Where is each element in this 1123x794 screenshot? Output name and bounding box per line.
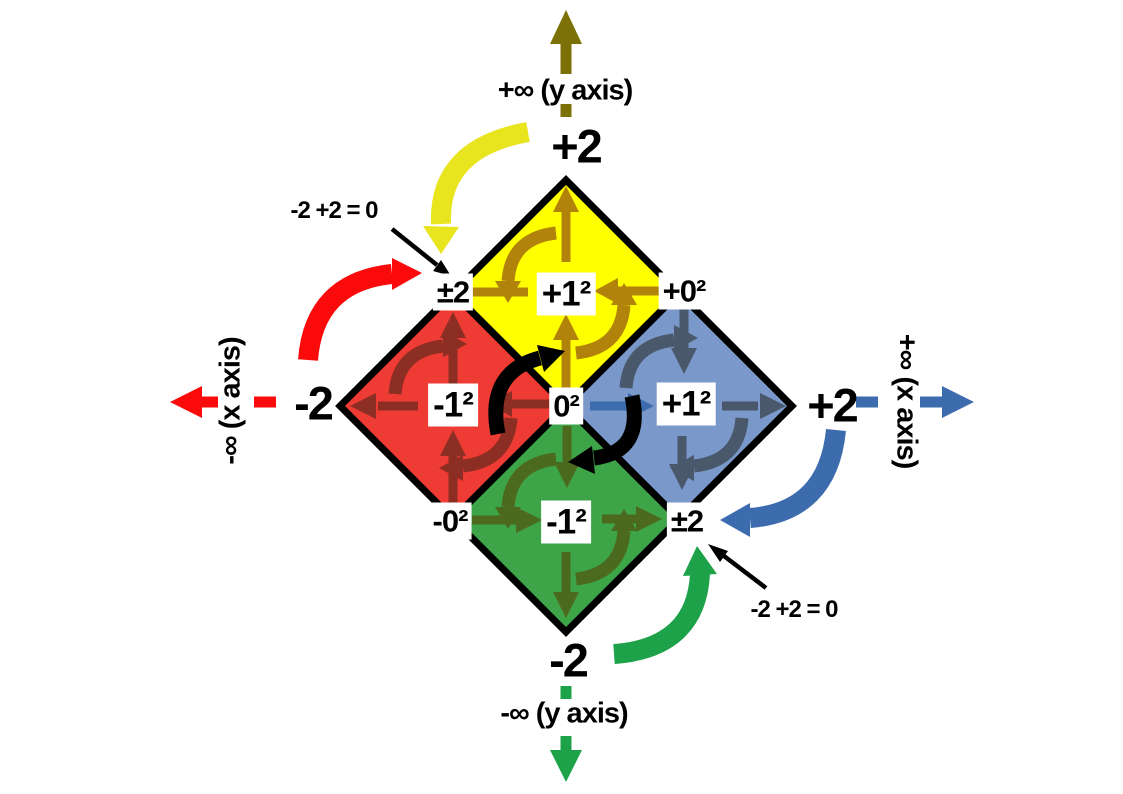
junction-label-bottom-left: -0²	[428, 502, 472, 540]
blue-quadrant-flow-arrows	[590, 308, 786, 490]
axis-label-bottom: -∞ (y axis)	[500, 697, 628, 730]
curved-arrow-icon	[611, 509, 637, 531]
curved-arrow-icon	[495, 281, 521, 303]
curved-arrow-icon	[670, 455, 694, 481]
x-axis-positive-arrow-icon	[856, 386, 974, 418]
y-axis-positive-arrow-icon	[550, 10, 582, 117]
right-arrow-icon	[516, 507, 542, 533]
blue-curved-arrow-icon	[720, 428, 846, 537]
down-arrow-icon	[554, 462, 580, 488]
y-axis-negative-arrow-icon	[550, 686, 582, 782]
red-quadrant-flow-arrows	[350, 312, 556, 506]
axis-label-top: +∞ (y axis)	[497, 74, 634, 107]
up-arrow-icon	[440, 312, 466, 338]
junction-label-bottom-right: ±2	[666, 502, 708, 540]
junction-label-top-right: +0²	[658, 272, 710, 310]
quadrant-label-left: -1²	[428, 383, 478, 427]
curved-arrow-icon	[443, 331, 467, 357]
corner-value-bottom: -2	[549, 633, 589, 687]
curved-arrow-icon	[568, 446, 595, 474]
annotation-arrow-bottom-right-icon	[708, 544, 768, 590]
blue-quadrant-rotation-arrows	[619, 325, 749, 481]
up-arrow-icon	[553, 186, 579, 212]
curved-arrow-icon	[439, 455, 463, 481]
axis-label-left: -∞ (x axis)	[214, 337, 247, 465]
curved-arrow-icon	[537, 345, 565, 372]
quadrant-label-bottom: -1²	[541, 500, 591, 544]
yellow-curved-arrow-icon	[423, 122, 530, 254]
up-arrow-icon	[440, 430, 466, 456]
green-curved-arrow-icon	[613, 546, 717, 664]
left-arrow-icon	[594, 278, 618, 304]
x-axis-negative-arrow-icon	[170, 386, 276, 418]
down-arrow-icon	[553, 592, 579, 618]
corner-value-top: +2	[551, 119, 603, 173]
annotation-bottom-right: -2 +2 = 0	[750, 596, 838, 623]
left-arrow-icon	[350, 393, 376, 419]
junction-label-center: 0²	[549, 387, 583, 425]
quadrant-label-right: +1²	[656, 382, 716, 426]
axis-label-right: +∞ (x axis)	[890, 333, 923, 469]
annotation-arrow-top-left-icon	[390, 227, 451, 276]
right-arrow-icon	[636, 506, 662, 532]
corner-value-right: +2	[807, 378, 859, 432]
down-arrow-icon	[671, 348, 697, 374]
yellow-quadrant-rotation-arrows	[495, 226, 637, 360]
corner-value-left: -2	[294, 376, 334, 430]
annotation-top-left: -2 +2 = 0	[290, 197, 378, 224]
green-quadrant-flow-arrows	[472, 426, 662, 618]
curved-arrow-icon	[611, 283, 637, 305]
curved-arrow-icon	[674, 325, 698, 351]
curved-arrow-icon	[495, 507, 521, 529]
right-arrow-icon	[760, 393, 786, 419]
up-arrow-icon	[553, 314, 579, 340]
junction-label-top-left: ±2	[432, 273, 474, 311]
red-curved-arrow-icon	[298, 258, 422, 362]
quadrant-label-top: +1²	[536, 272, 596, 316]
red-quadrant-rotation-arrows	[388, 331, 518, 481]
center-rotation-arrows	[488, 345, 642, 474]
green-quadrant-rotation-arrows	[495, 452, 637, 586]
